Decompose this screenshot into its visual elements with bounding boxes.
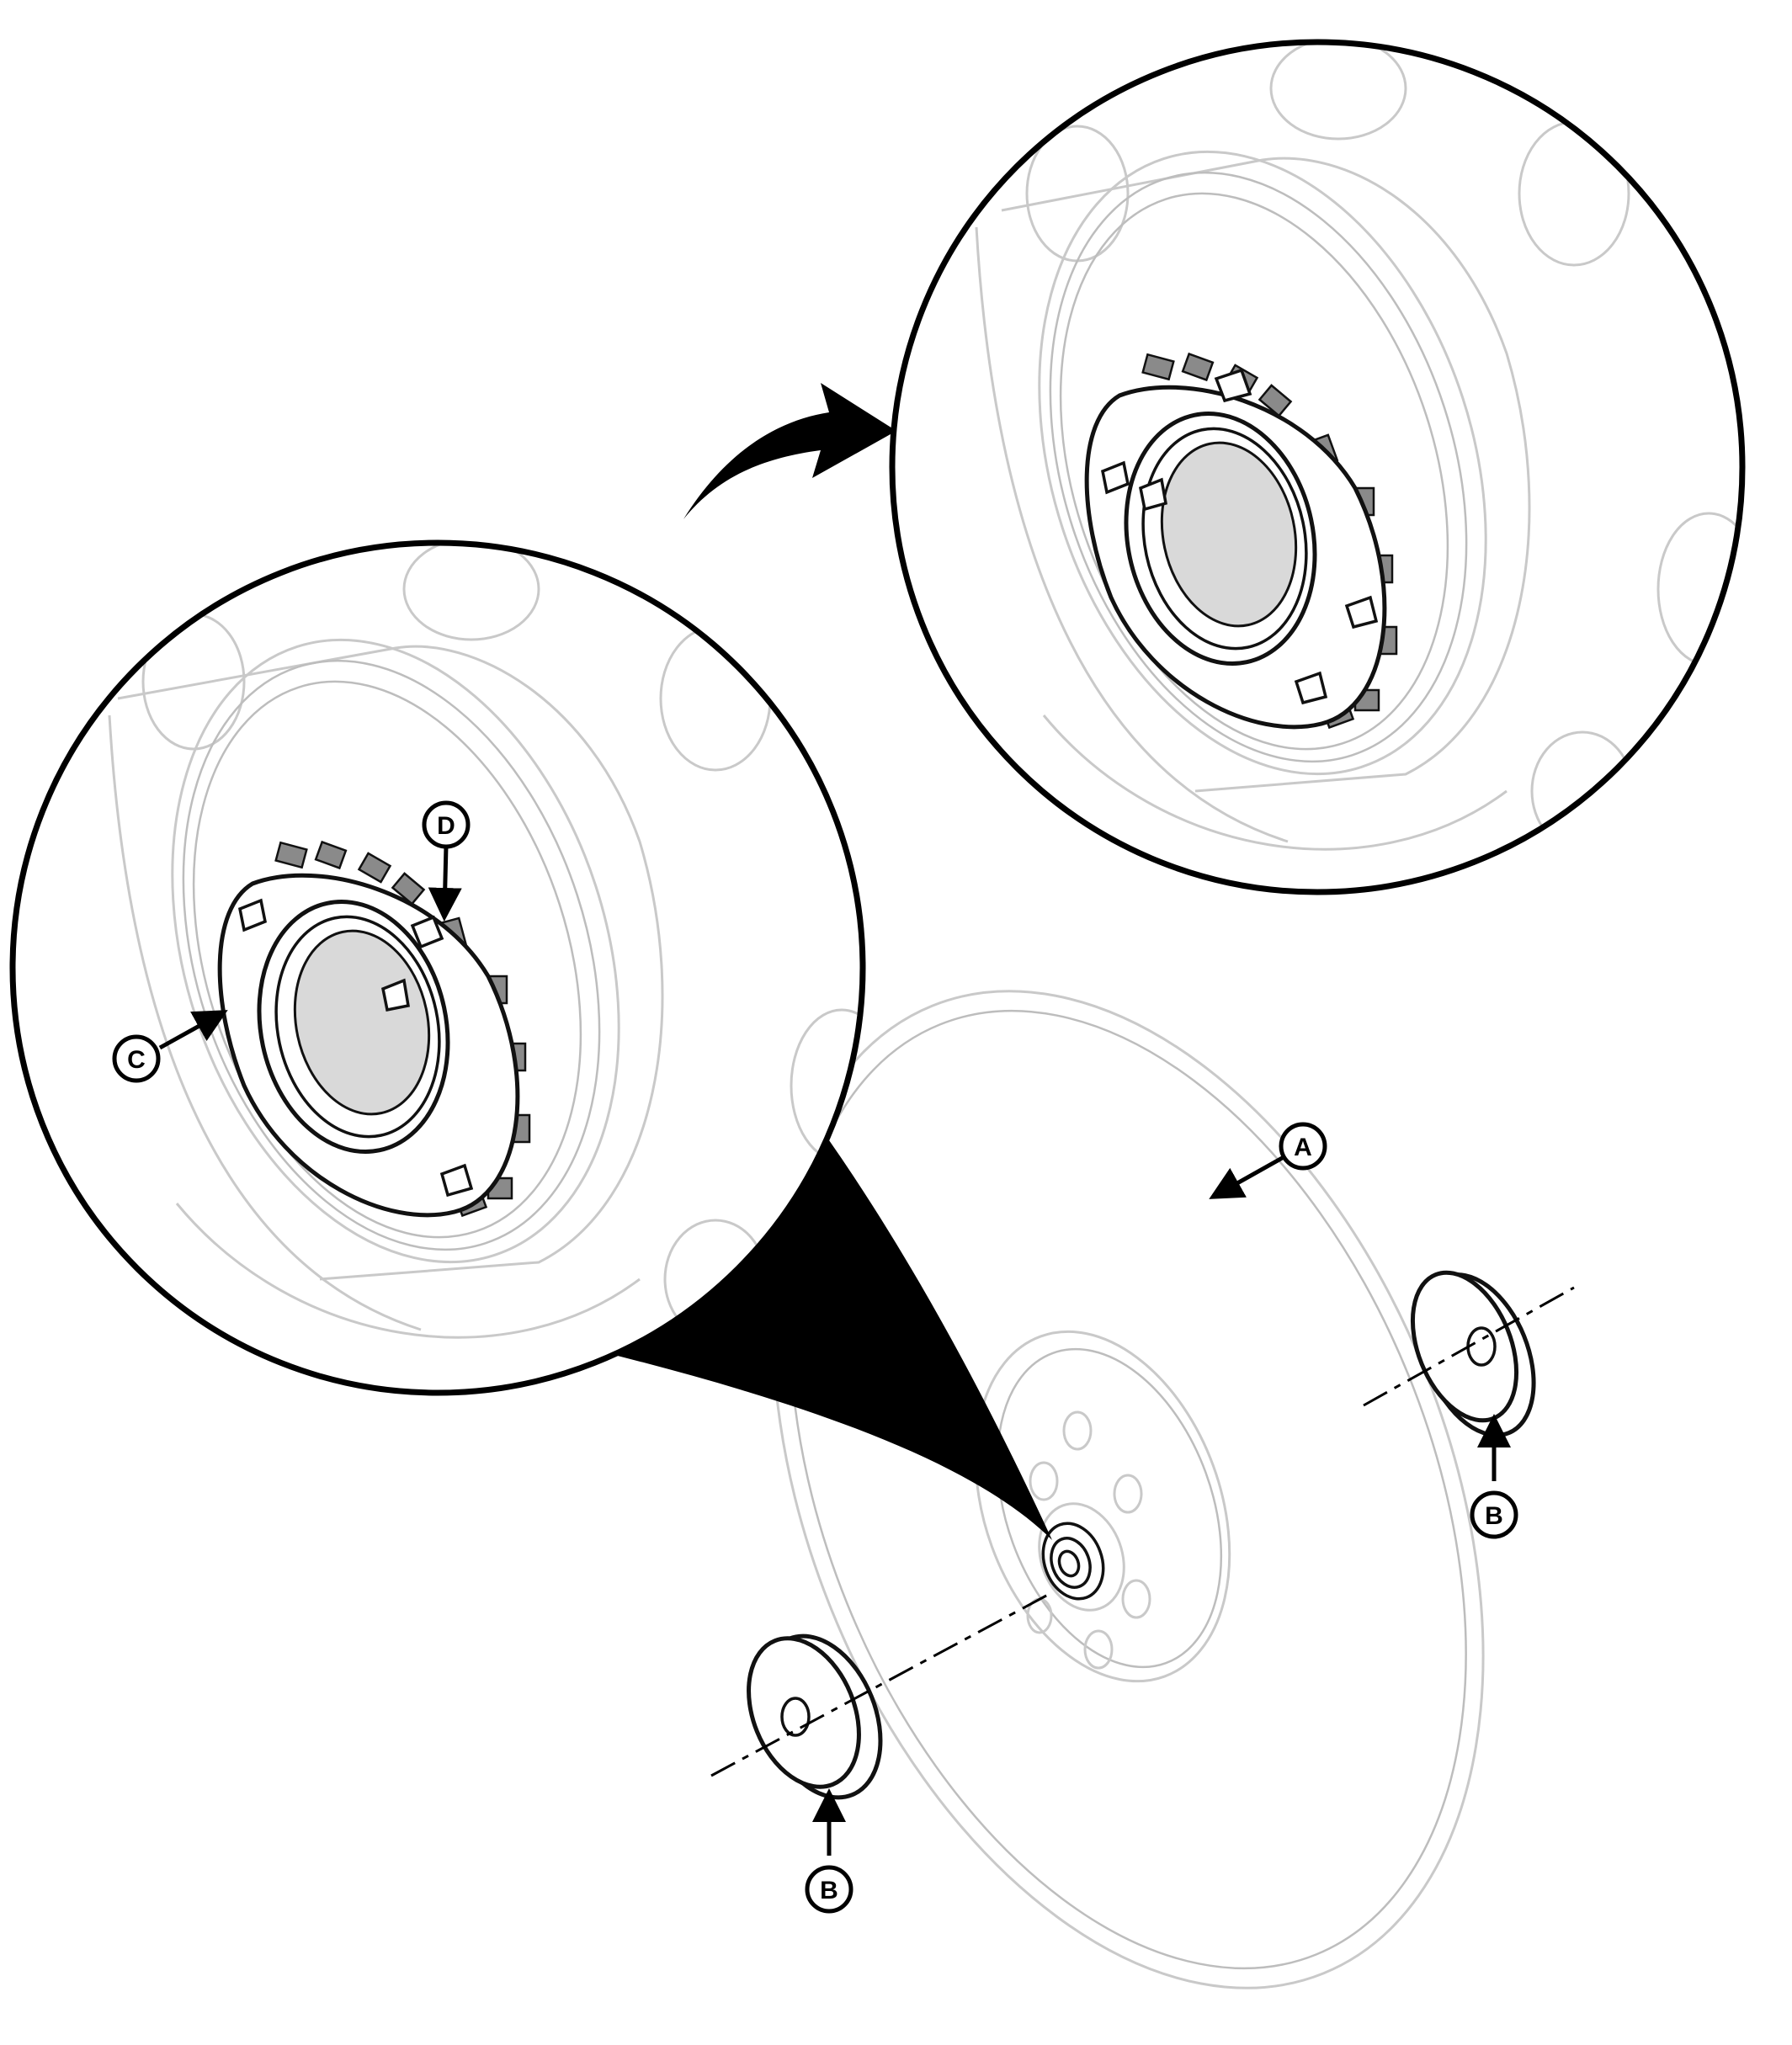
svg-text:A: A xyxy=(1294,1134,1312,1161)
disc-assembly xyxy=(771,990,1485,1989)
callout-a: A xyxy=(1279,1122,1327,1171)
svg-text:B: B xyxy=(820,1877,838,1904)
rotate-arrow-icon xyxy=(683,383,896,519)
washer-right xyxy=(1410,1270,1536,1437)
callout-c: C xyxy=(112,1034,161,1083)
magnification-wedge xyxy=(598,1140,1052,1540)
svg-text:C: C xyxy=(127,1046,146,1074)
callout-b-left: B xyxy=(805,1865,853,1914)
svg-text:B: B xyxy=(1485,1502,1503,1530)
svg-text:D: D xyxy=(437,812,455,840)
callout-d: D xyxy=(422,800,471,849)
centre-line-right xyxy=(1363,1286,1575,1407)
callout-b-right: B xyxy=(1470,1490,1518,1539)
washer-left xyxy=(747,1633,883,1800)
detail-view-after xyxy=(892,42,1742,892)
centre-line xyxy=(710,1593,1049,1777)
